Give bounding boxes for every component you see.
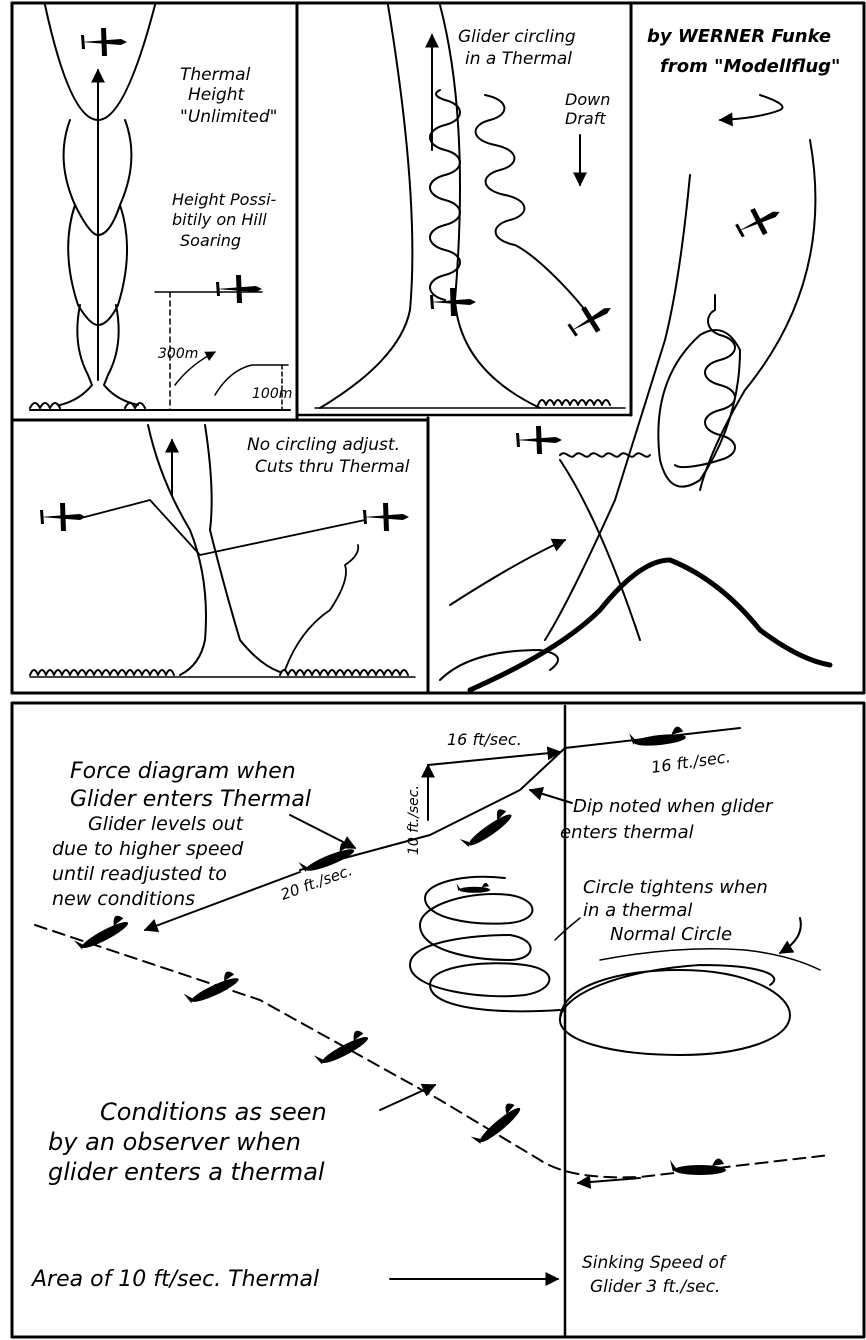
downdraft-label-2: Draft (565, 109, 606, 128)
panel-circling: Glider circling in a Thermal Down Draft (315, 5, 625, 408)
circling-title-2: in a Thermal (465, 49, 572, 69)
glider-icon (670, 1158, 726, 1175)
top-figure: Thermal Height "Unlimited" Height Possi-… (12, 3, 864, 693)
circling-path (675, 295, 735, 467)
pointer-arrow (555, 918, 580, 940)
circle-label-2: in a thermal (583, 900, 692, 921)
speed-16-right: 16 ft./sec. (650, 747, 732, 777)
horizontal-vector (428, 752, 560, 765)
glider-path (285, 545, 358, 670)
no-circling-title-2: Cuts thru Thermal (255, 457, 410, 477)
thermal-cone (45, 5, 155, 120)
wind-arrow (450, 540, 565, 605)
pointer-arrow (380, 1085, 435, 1110)
observer-label-1: Conditions as seen (100, 1098, 327, 1126)
thermal-edge (320, 5, 412, 408)
speed-16-top: 16 ft/sec. (447, 730, 522, 749)
hill-label-3: Soaring (180, 231, 241, 250)
glider-icon (470, 1099, 524, 1148)
glider-icon (430, 288, 476, 316)
normal-circle-label: Normal Circle (610, 924, 732, 945)
sinking-label-1: Sinking Speed of (582, 1253, 728, 1273)
glider-icon (40, 503, 86, 531)
pointer-arrow (780, 918, 801, 953)
glider-icon (459, 806, 514, 852)
force-label-1: Force diagram when (70, 759, 296, 784)
ground-bushes (30, 403, 145, 408)
glider-icon (81, 28, 127, 56)
panel-hill-soaring: by WERNER Funke from "Modellflug" (440, 26, 840, 690)
no-circling-title-1: No circling adjust. (247, 435, 400, 455)
direction-arrow (578, 1178, 640, 1183)
glider-icon (183, 969, 241, 1008)
hill-profile (470, 560, 830, 690)
normal-circle-path (560, 965, 790, 1055)
thermal-edge (148, 425, 206, 675)
turn-arrow (720, 95, 783, 120)
credit-line-2: from "Modellflug" (660, 56, 840, 77)
circling-path (430, 90, 460, 300)
glider-icon (457, 883, 491, 893)
panel-thermal-height: Thermal Height "Unlimited" Height Possi-… (30, 5, 292, 410)
dip-label-1: Dip noted when glider (573, 796, 774, 817)
pointer-arrow (290, 815, 355, 848)
thermal-title-2: Height (188, 85, 246, 105)
glider-icon (732, 199, 786, 244)
ground-bushes (30, 670, 174, 675)
height-300-label: 300m (158, 346, 198, 362)
normal-circle-path (600, 949, 820, 970)
glider-path (85, 500, 365, 555)
ground-bushes (538, 400, 610, 405)
speed-10: 10 ft./sec. (406, 785, 422, 855)
glider-icon (363, 503, 409, 531)
thermal-edge (700, 140, 815, 490)
ground-bushes (280, 670, 408, 675)
area-label: Area of 10 ft/sec. Thermal (30, 1267, 319, 1292)
glider-icon (564, 296, 618, 343)
glider-icon (73, 913, 130, 954)
levels-label-4: new conditions (52, 888, 195, 910)
glider-icon (216, 275, 262, 303)
levels-label-3: until readjusted to (52, 863, 227, 885)
thermal-title-3: "Unlimited" (180, 107, 278, 127)
bottom-figure: Force diagram when Glider enters Thermal… (12, 703, 864, 1337)
levels-label-1: Glider levels out (88, 813, 245, 835)
downdraft-label-1: Down (565, 90, 610, 109)
panel-no-circling: No circling adjust. Cuts thru Thermal (30, 425, 415, 677)
sinking-label-2: Glider 3 ft./sec. (590, 1277, 720, 1297)
observer-label-2: by an observer when (48, 1128, 301, 1156)
glider-icon (629, 726, 686, 748)
observer-label-3: glider enters a thermal (48, 1158, 325, 1186)
glider-icon (516, 426, 562, 454)
circle-label-1: Circle tightens when (583, 877, 768, 898)
height-100-label: 100m (252, 386, 292, 402)
glider-trail (560, 453, 650, 456)
dip-label-2: enters thermal (560, 822, 694, 843)
thermal-title-1: Thermal (180, 65, 251, 85)
force-label-2: Glider enters Thermal (70, 787, 311, 812)
hill-label-2: bitily on Hill (172, 210, 267, 229)
levels-label-2: due to higher speed (52, 838, 244, 860)
credit-line-1: by WERNER Funke (647, 26, 831, 47)
tight-spiral (410, 877, 560, 1012)
hill-label-1: Height Possi- (172, 190, 277, 209)
circling-title-1: Glider circling (458, 27, 576, 47)
top-frame (12, 3, 864, 693)
